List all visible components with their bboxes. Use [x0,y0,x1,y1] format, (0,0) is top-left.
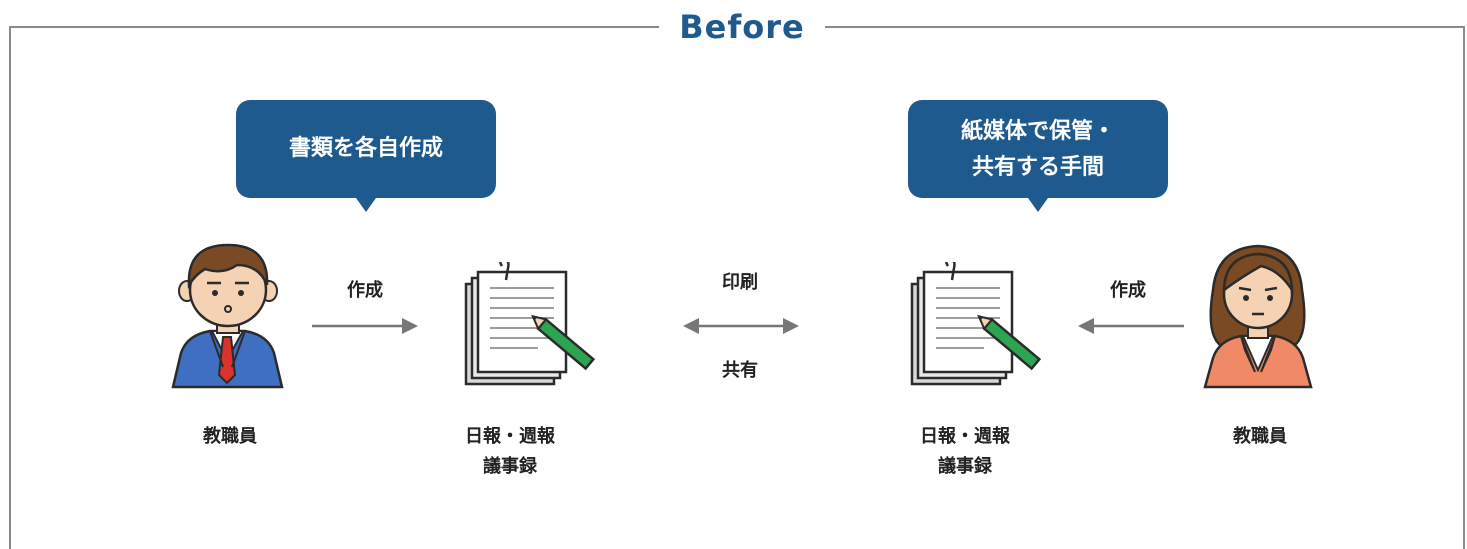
left-person-label: 教職員 [203,426,257,447]
left-action-label: 作成 [347,280,383,301]
right-speech-bubble: 紙媒体で保管・ 共有する手間 [908,100,1168,212]
right-document-label-line2: 議事録 [938,456,992,477]
right-arrow-left-icon [1078,318,1184,334]
right-action-label: 作成 [1110,280,1146,301]
right-document-label: 日報・週報 議事録 [885,422,1045,482]
male-staff-icon [171,243,284,389]
frame-left [9,26,11,549]
left-bubble-text: 書類を各自作成 [288,136,443,161]
frame-top-left [9,26,659,28]
right-bubble-text-line2: 共有する手間 [971,155,1104,180]
left-document-label: 日報・週報 議事録 [430,422,590,482]
left-arrow-right-icon [312,318,418,334]
center-bottom-label: 共有 [722,360,758,381]
document-with-pencil-icon [910,262,1042,386]
double-arrow-icon [683,318,799,334]
right-bubble-text-line1: 紙媒体で保管・ [960,119,1115,144]
female-staff-icon [1203,244,1313,389]
left-bubble-tail [356,198,376,212]
left-speech-bubble: 書類を各自作成 [236,100,496,212]
left-document-label-line2: 議事録 [483,456,537,477]
right-bubble-tail [1028,198,1048,212]
page-title: Before [664,4,820,50]
frame-right [1463,26,1465,549]
right-person-label: 教職員 [1233,426,1287,447]
right-document-label-line1: 日報・週報 [920,426,1010,447]
document-with-pencil-icon [464,262,596,386]
center-top-label: 印刷 [722,272,758,293]
left-document-label-line1: 日報・週報 [465,426,555,447]
frame-top-right [825,26,1465,28]
